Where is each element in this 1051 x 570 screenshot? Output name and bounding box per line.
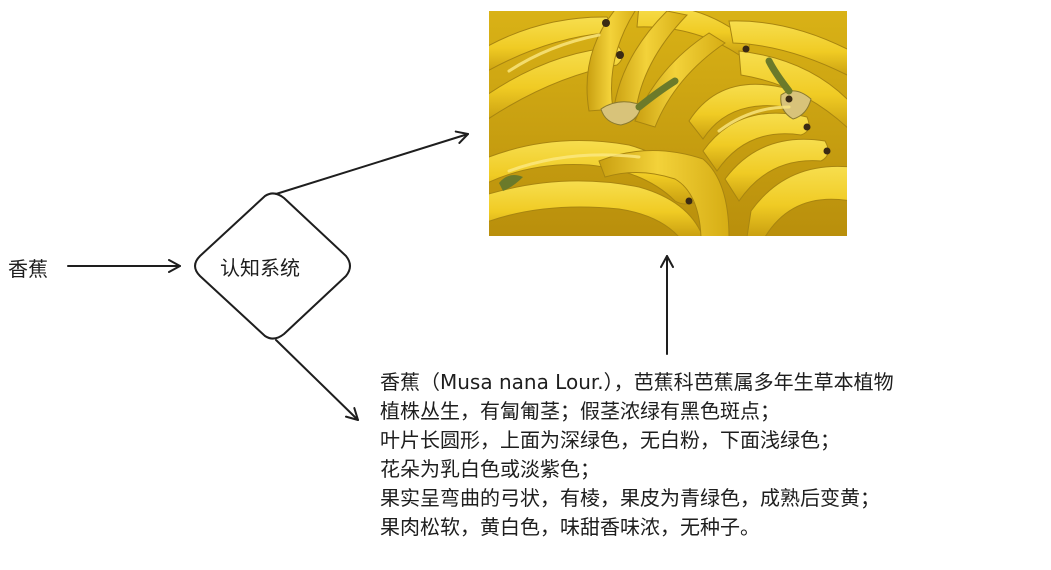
description-line: 植株丛生，有匐匍茎；假茎浓绿有黑色斑点； [380,399,780,423]
banana-stem [600,101,642,126]
banana-tip [803,123,811,131]
banana-tip [742,45,750,53]
description-line: 花朵为乳白色或淡紫色； [380,457,600,481]
banana-shape [728,20,847,76]
arrow-node-to-description [275,339,359,421]
description-line: 果实呈弯曲的弓状，有棱，果皮为青绿色，成熟后变黄； [380,486,880,510]
banana-shape [612,11,688,120]
banana-stem [765,57,793,95]
banana-highlight [717,105,791,133]
banana-tip [685,197,693,205]
banana-shape [489,180,704,236]
banana-highlight [507,33,601,73]
banana-photo [489,11,847,236]
banana-highlight [507,153,641,173]
banana-tip [616,51,624,59]
banana-shape [499,175,523,191]
cognitive-system-label: 认知系统 [220,256,300,280]
banana-tip [785,95,793,103]
banana-tip [823,147,831,155]
cognitive-system-node[interactable] [194,192,351,340]
arrow-node-to-photo [275,130,469,195]
banana-shape [634,32,726,128]
description-line: 香蕉（Musa nana Lour.），芭蕉科芭蕉属多年生草本植物 [380,370,894,394]
banana-stem [635,77,679,111]
banana-tip [602,19,610,27]
description-line: 果肉松软，黄白色，味甜香味浓，无种子。 [380,515,760,539]
banana-shape [746,165,847,236]
description-line: 叶片长圆形，上面为深绿色，无白粉，下面浅绿色； [380,428,840,452]
banana-shape [598,149,730,236]
banana-shape [738,50,847,129]
banana-description: 香蕉（Musa nana Lour.），芭蕉科芭蕉属多年生草本植物 植株丛生，有… [380,368,894,542]
input-label-banana: 香蕉 [8,257,48,281]
